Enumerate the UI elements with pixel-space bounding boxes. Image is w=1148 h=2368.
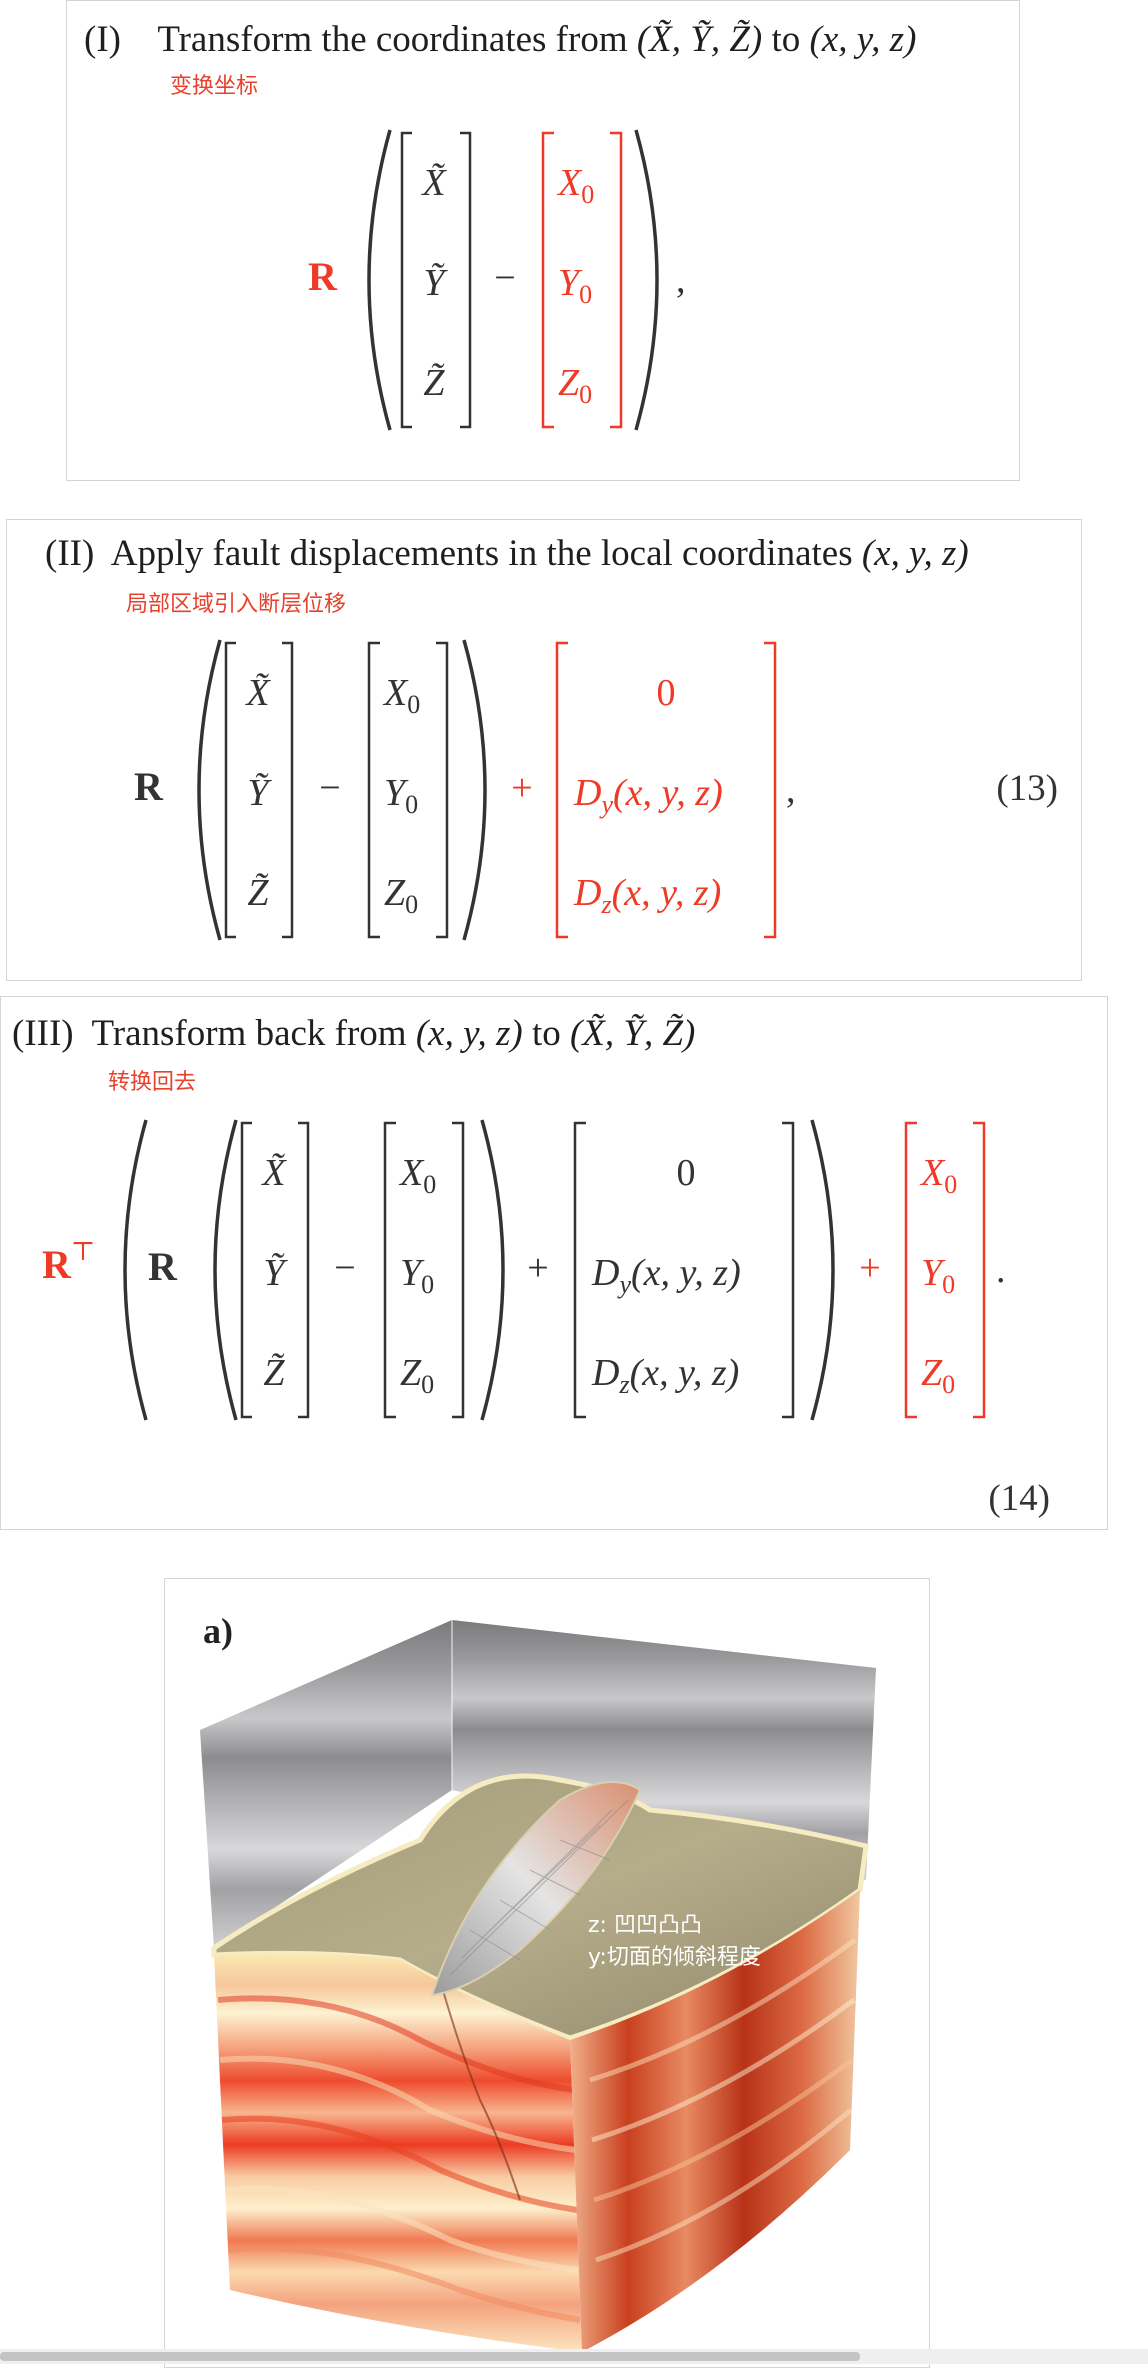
y0: Y0 (384, 772, 418, 819)
step3-annotation: 转换回去 (108, 1070, 197, 1095)
bracket-right (610, 131, 623, 429)
minus-sign: − (334, 1247, 355, 1289)
equation-13: R X̃ Ỹ Z̃ − X0 Y0 Z0 + 0 Dy(x, y, z) Dz(… (134, 639, 1058, 941)
bracket-left (224, 641, 236, 939)
z0: Z0 (384, 872, 418, 919)
paren-right (810, 1119, 835, 1421)
y-tilde: Ỹ (263, 1252, 288, 1294)
bracket-right (460, 131, 472, 429)
step1-annotation: 变换坐标 (170, 74, 259, 99)
plus-sign: + (527, 1247, 548, 1289)
annotation-line-1: z: 凹凹凸凸 (588, 1913, 702, 1938)
x0: X0 (398, 1152, 436, 1199)
rotation-matrix-R: R (308, 254, 338, 299)
y-tilde: Ỹ (423, 262, 448, 304)
comma: , (786, 769, 796, 811)
paren-left (197, 639, 222, 941)
back-wall-left (200, 1620, 452, 1948)
bracket-right (436, 641, 449, 939)
strata-lines (217, 1995, 581, 2323)
paren-right (480, 1119, 505, 1421)
zero: 0 (657, 672, 676, 714)
bracket-left (383, 1121, 396, 1419)
bracket-right (764, 641, 777, 939)
side-strata (589, 1937, 857, 2263)
x0: X0 (556, 162, 594, 209)
y-tilde: Ỹ (247, 772, 272, 814)
step2-heading: (II) Apply fault displacements in the lo… (45, 533, 969, 574)
step3-heading: (III) Transform back from (x, y, z) to (… (12, 1013, 696, 1054)
side-face (570, 1890, 860, 2352)
fault-trace (439, 1979, 521, 2201)
bracket-right (282, 641, 294, 939)
y0: Y0 (400, 1252, 434, 1299)
z0: Z0 (921, 1352, 955, 1399)
bracket-left (573, 1121, 586, 1419)
z0: Z0 (558, 362, 592, 409)
annotation-line-2: y:切面的倾斜程度 (588, 1945, 761, 1970)
x0: X0 (919, 1152, 957, 1199)
y0: Y0 (558, 262, 592, 309)
period: . (996, 1249, 1006, 1291)
panel-step-3 (0, 996, 1108, 1530)
bracket-left (367, 641, 380, 939)
figure-annotation: z: 凹凹凸凸 y:切面的倾斜程度 (588, 1910, 761, 1974)
z0: Z0 (400, 1352, 434, 1399)
bracket-left (555, 641, 568, 939)
fault-grid (449, 1799, 629, 1976)
z-tilde: Z̃ (423, 362, 445, 404)
back-wall-right (452, 1620, 876, 1880)
zero: 0 (677, 1152, 696, 1194)
dy-displacement: Dy(x, y, z) (573, 772, 723, 819)
bracket-right (782, 1121, 795, 1419)
equation-14: R⊤ R X̃ Ỹ Z̃ − X0 Y0 Z0 + 0 Dy(x, y, z) … (42, 1119, 1050, 1519)
z-tilde: Z̃ (263, 1352, 285, 1394)
bracket-right (452, 1121, 465, 1419)
y0: Y0 (921, 1252, 955, 1299)
paren-left (367, 129, 392, 431)
figure-label: a) (203, 1611, 233, 1651)
minus-sign: − (494, 257, 515, 299)
bracket-right (973, 1121, 986, 1419)
dz-displacement: Dz(x, y, z) (591, 1352, 739, 1399)
bracket-left (904, 1121, 917, 1419)
x-tilde: X̃ (420, 162, 447, 204)
equation-1: R X̃ Ỹ Z̃ − X0 Y0 Z0 , (308, 129, 686, 431)
bracket-left (400, 131, 412, 429)
paren-left (213, 1119, 238, 1421)
step2-annotation: 局部区域引入断层位移 (126, 592, 347, 617)
paren-right (462, 639, 487, 941)
rotation-matrix-R: R (134, 764, 164, 809)
minus-sign: − (319, 767, 340, 809)
bracket-right (298, 1121, 310, 1419)
rotation-transpose: R⊤ (42, 1237, 95, 1287)
step1-heading: (I) Transform the coordinates from (X̃, … (84, 19, 917, 60)
paren-right (634, 129, 659, 431)
dy-displacement: Dy(x, y, z) (591, 1252, 741, 1299)
rotation-matrix-R: R (148, 1244, 178, 1289)
z-tilde: Z̃ (247, 872, 269, 914)
paren-left (123, 1119, 148, 1421)
x-tilde: X̃ (260, 1152, 287, 1194)
equation-number-13: (13) (996, 768, 1058, 809)
dz-displacement: Dz(x, y, z) (573, 872, 721, 919)
horizontal-scrollbar[interactable] (0, 2349, 1148, 2364)
equation-number-14: (14) (988, 1478, 1050, 1519)
x0: X0 (382, 672, 420, 719)
scrollbar-thumb[interactable] (0, 2352, 860, 2361)
plus-sign: + (859, 1247, 880, 1289)
bracket-left (541, 131, 554, 429)
comma: , (676, 259, 686, 301)
plus-sign: + (511, 767, 532, 809)
x-tilde: X̃ (244, 672, 271, 714)
panel-step-2 (6, 519, 1082, 981)
bracket-left (240, 1121, 252, 1419)
